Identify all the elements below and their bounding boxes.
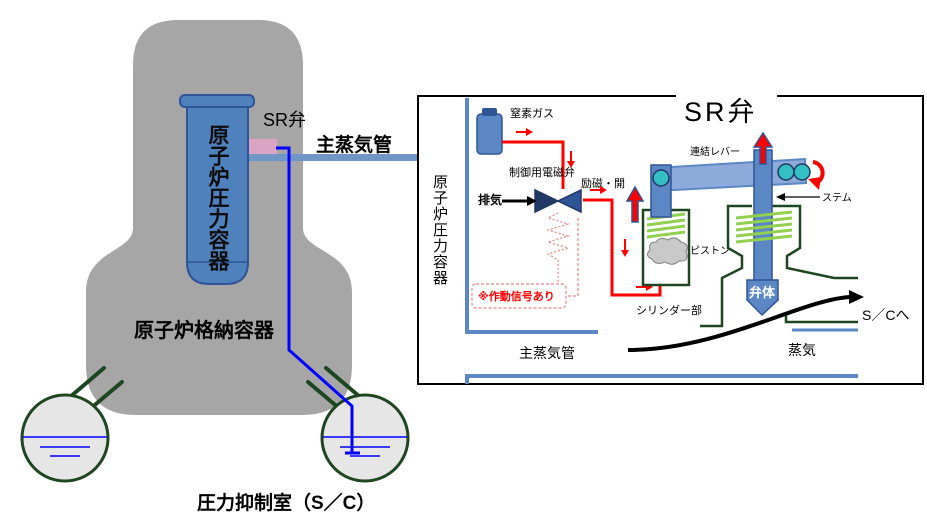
lever-pivot-right <box>777 163 795 181</box>
steam-label: 蒸気 <box>788 342 816 358</box>
containment-overview: SR弁 主蒸気管 原子炉格納容器 圧力抑制室（S／C） <box>20 20 418 514</box>
valve-body <box>700 204 858 328</box>
operation-signal-label: ※作動信号あり <box>478 289 555 303</box>
vessel-top-flange <box>179 94 255 108</box>
valve-body-right-wall <box>772 204 858 280</box>
reactor-pressure-vessel-label: 原子炉圧力容器 <box>206 124 229 271</box>
lever-pivot-left <box>652 169 670 187</box>
suppression-chamber-label: 圧力抑制室（S／C） <box>197 491 375 514</box>
valve-disc-label: 弁体 <box>749 285 776 300</box>
main-steam-pipe-detail-label: 主蒸気管 <box>519 345 575 361</box>
valve-triangle-right <box>556 188 582 214</box>
valve-triangle-left <box>534 188 560 214</box>
rotation-arrow-icon <box>808 160 825 190</box>
vent-pipe-line <box>88 380 124 411</box>
piston-spring <box>646 212 686 239</box>
piston-up-arrow-icon <box>625 185 645 223</box>
valve-body-left-wall <box>700 204 752 328</box>
stem-up-arrow-icon <box>752 131 774 165</box>
detail-title: SR弁 <box>684 97 758 127</box>
srv-discharge-line <box>276 146 354 452</box>
suppression-chamber-shell <box>20 393 110 483</box>
solenoid-valve-label: 制御用電磁弁 <box>509 165 575 179</box>
spring-coil <box>646 224 686 233</box>
spring-coil <box>735 222 793 232</box>
nitrogen-supply-line <box>502 140 565 189</box>
nitrogen-gas-label: 窒素ガス <box>510 106 554 120</box>
right-vent-pipe <box>306 366 362 411</box>
cylinder <box>641 208 691 287</box>
spring-coil <box>735 216 793 226</box>
excitation-open-label: 励磁・開 <box>581 177 625 190</box>
stem-label: ステム <box>822 192 852 204</box>
spring-coil <box>646 218 686 227</box>
tank-body <box>476 113 503 155</box>
spring-coil <box>735 210 793 220</box>
flow-arrow-down-icon <box>567 151 575 168</box>
nitrogen-tank <box>476 108 503 155</box>
vent-pipe-line <box>324 366 362 399</box>
piston-gas-cloud <box>646 237 688 265</box>
solenoid-valve-icon <box>534 188 582 214</box>
sr-valve-marker <box>249 139 277 154</box>
reactor-vessel-wall <box>465 98 598 334</box>
exhaust-label: 排気 <box>478 192 502 207</box>
vent-pipe-line <box>68 366 106 399</box>
pool-water <box>23 436 107 457</box>
left-vent-pipe <box>68 366 124 411</box>
actuation-gas-line <box>583 198 662 297</box>
operation-signal-box <box>471 283 567 309</box>
reactor-pressure-vessel-detail-label: 原子炉圧力容器 <box>431 174 448 286</box>
flow-arrow-down-icon <box>621 239 629 257</box>
linkage-lever-label: 連結レバー <box>690 145 740 158</box>
solenoid-spring <box>545 212 571 284</box>
piston-label: ピストン <box>690 245 730 257</box>
spring-coil <box>735 234 793 244</box>
lever-pivot-right-outer <box>793 163 811 181</box>
sr-valve-label: SR弁 <box>263 110 306 130</box>
to-sc-label: S／Cへ <box>862 307 909 323</box>
main-steam-pipe-wall <box>465 374 858 384</box>
suppression-chamber-right <box>320 393 410 483</box>
cylinder-label: シリンダー部 <box>636 303 702 317</box>
reactor-pressure-vessel <box>179 94 255 285</box>
steam-flow-arrow <box>627 295 851 352</box>
main-steam-pipe-label: 主蒸気管 <box>316 133 392 156</box>
suppression-chamber-shell <box>320 393 410 483</box>
steam-flow-arrowhead-icon <box>849 290 864 304</box>
spring-coil <box>646 230 686 239</box>
containment-vessel-label: 原子炉格納容器 <box>134 318 275 342</box>
tank-cap <box>482 108 497 116</box>
valve-seat <box>784 314 858 324</box>
detail-frame <box>417 95 924 385</box>
vent-pipe-line <box>306 380 342 411</box>
exhaust-arrow-icon <box>502 196 537 206</box>
suppression-chamber-left <box>20 393 110 483</box>
flow-arrow-right-icon <box>590 186 607 194</box>
vessel-body <box>186 103 249 285</box>
valve-disc <box>746 279 779 317</box>
stem-pointer-arrow-icon <box>776 193 820 201</box>
main-steam-pipe <box>248 154 418 161</box>
flow-arrow-right-icon <box>516 128 533 136</box>
signal-line <box>566 218 579 297</box>
spring-coil <box>735 228 793 238</box>
valve-spring <box>735 210 793 244</box>
pool-water <box>323 436 407 457</box>
sr-valve-detail: SR弁 窒素ガス 制御用電磁弁 励磁・開 排気 <box>417 95 924 385</box>
